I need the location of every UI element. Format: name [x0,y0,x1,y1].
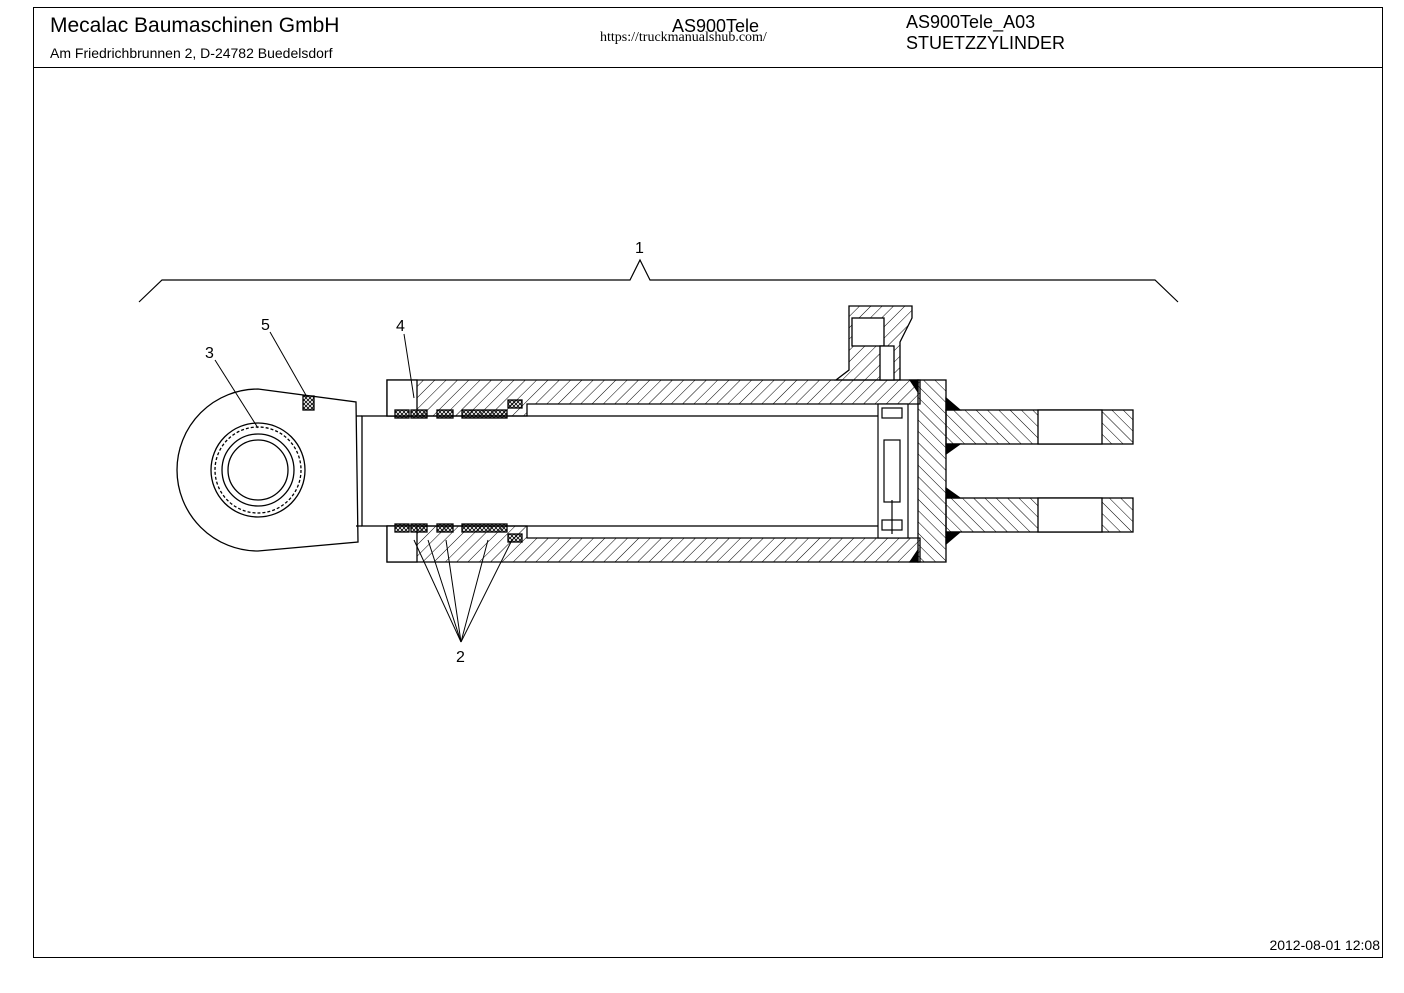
model-name: AS900Tele [672,16,760,36]
callout-4: 4 [396,318,405,335]
drawing-frame: Mecalac Baumaschinen GmbH Am Friedrichbr… [33,7,1383,958]
print-timestamp: 2012-08-01 12:08 [1269,937,1380,953]
piston [877,403,909,539]
hydraulic-port [834,305,913,381]
callout-3: 3 [205,345,214,362]
end-cap [908,379,947,563]
company-name: Mecalac Baumaschinen GmbH [50,14,340,37]
company-address: Am Friedrichbrunnen 2, D-24782 Buedelsdo… [50,45,333,61]
assembly-brace [138,258,1179,303]
leader-lines [214,331,513,643]
document-title: STUETZZYLINDER [906,33,1066,53]
source-url[interactable]: https://truckmanualshub.com/ [600,30,767,45]
piston-rod [356,415,881,527]
title-block: Mecalac Baumaschinen GmbH Am Friedrichbr… [34,8,1382,68]
callout-5: 5 [261,317,270,334]
rod-eye [176,388,359,552]
callout-2: 2 [456,649,465,666]
callout-1: 1 [635,240,644,257]
clevis-fork [945,396,1134,546]
document-code: AS900Tele_A03 [906,12,1036,32]
document-id: AS900Tele_A03 STUETZZYLINDER [906,12,1065,54]
